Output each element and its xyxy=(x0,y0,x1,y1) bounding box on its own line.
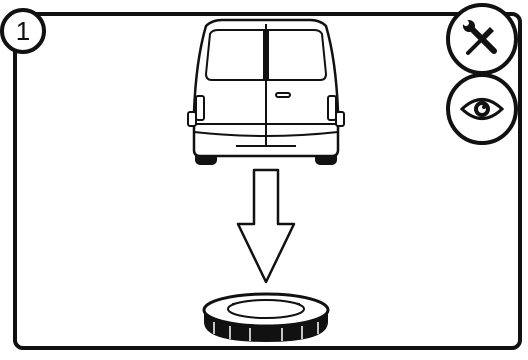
tools-icon xyxy=(463,20,497,55)
eye-icon xyxy=(460,98,504,120)
step-number: 1 xyxy=(15,16,31,46)
van-rear-icon xyxy=(187,18,345,165)
arrow-down-icon xyxy=(236,168,296,284)
panel-border xyxy=(13,12,522,350)
step-number-badge: 1 xyxy=(0,8,46,54)
view-button[interactable] xyxy=(446,73,518,145)
tools-button[interactable] xyxy=(446,3,518,75)
tire-icon xyxy=(202,292,330,342)
